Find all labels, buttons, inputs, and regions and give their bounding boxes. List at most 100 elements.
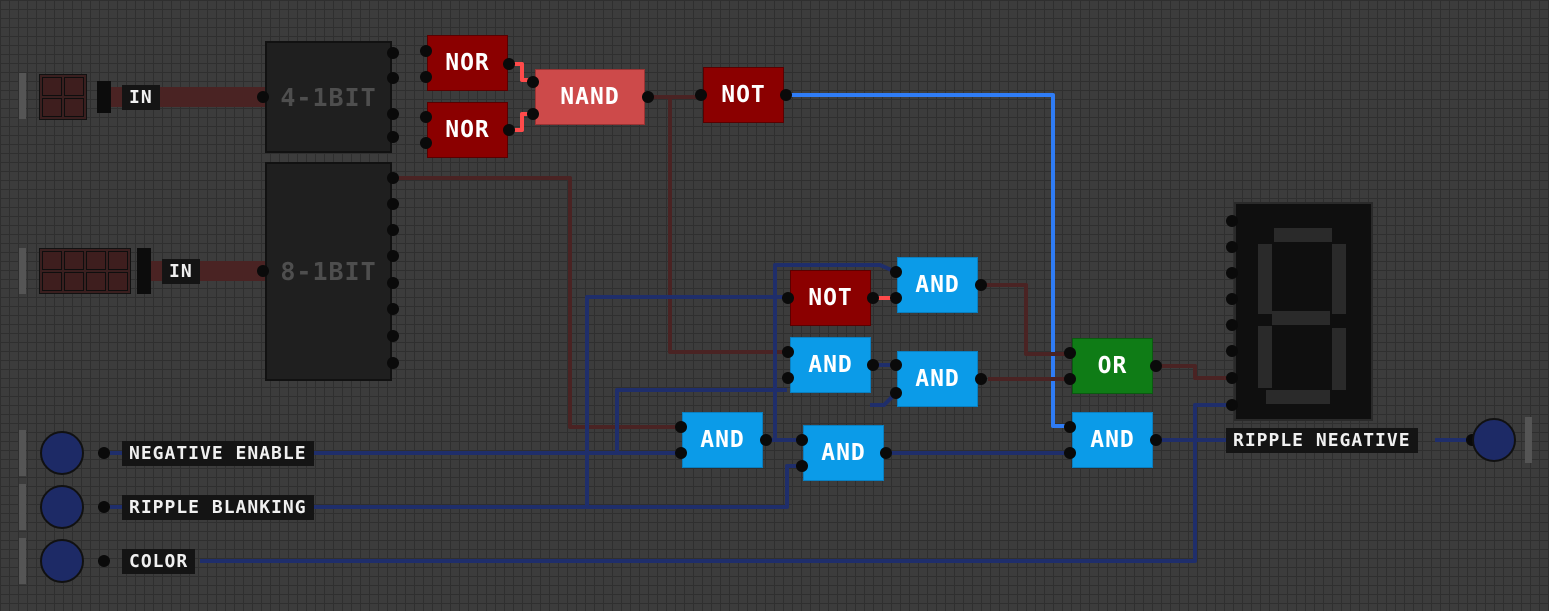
gate-output-pin[interactable] (867, 359, 879, 371)
and-gate-output[interactable]: AND (1072, 412, 1153, 468)
gate-input-pin[interactable] (890, 359, 902, 371)
switch-bit[interactable] (42, 77, 62, 96)
and-gate-low-right[interactable]: AND (803, 425, 884, 481)
and-gate-mid-left[interactable]: AND (790, 337, 871, 393)
chip-output-pin[interactable] (387, 357, 399, 369)
chip-output-pin[interactable] (387, 172, 399, 184)
nor-gate-top[interactable]: NOR (427, 35, 508, 91)
switch-bit[interactable] (64, 98, 84, 117)
gate-input-pin[interactable] (1064, 347, 1076, 359)
gate-input-pin[interactable] (782, 372, 794, 384)
gate-input-pin[interactable] (1064, 421, 1076, 433)
or-gate[interactable]: OR (1072, 338, 1153, 394)
drag-handle[interactable] (19, 73, 26, 119)
gate-input-pin[interactable] (796, 434, 808, 446)
chip-output-pin[interactable] (387, 277, 399, 289)
chip-output-pin[interactable] (387, 72, 399, 84)
gate-output-pin[interactable] (867, 292, 879, 304)
gate-input-pin[interactable] (420, 71, 432, 83)
nor-gate-bottom[interactable]: NOR (427, 102, 508, 158)
drag-handle[interactable] (19, 248, 26, 294)
display-input-pin[interactable] (1226, 215, 1238, 227)
gate-output-pin[interactable] (975, 373, 987, 385)
ripple-blanking-button[interactable] (40, 485, 84, 529)
not-gate-mid[interactable]: NOT (790, 270, 871, 326)
gate-input-pin[interactable] (675, 421, 687, 433)
gate-input-pin[interactable] (695, 89, 707, 101)
nand-gate[interactable]: NAND (535, 69, 645, 125)
chip-output-pin[interactable] (387, 250, 399, 262)
and-gate-mid-right[interactable]: AND (897, 351, 978, 407)
drag-handle[interactable] (19, 484, 26, 530)
gate-input-pin[interactable] (420, 111, 432, 123)
gate-output-pin[interactable] (503, 58, 515, 70)
dip-switch-4bit[interactable] (39, 74, 87, 120)
button-output-pin[interactable] (98, 555, 110, 567)
gate-input-pin[interactable] (675, 447, 687, 459)
gate-input-pin[interactable] (1064, 447, 1076, 459)
chip-output-pin[interactable] (387, 131, 399, 143)
gate-input-pin[interactable] (782, 292, 794, 304)
gate-input-pin[interactable] (527, 76, 539, 88)
seven-segment-display[interactable] (1234, 202, 1373, 421)
gate-input-pin[interactable] (890, 387, 902, 399)
gate-input-pin[interactable] (890, 292, 902, 304)
segment-g (1272, 311, 1330, 325)
drag-handle[interactable] (19, 538, 26, 584)
gate-input-pin[interactable] (420, 45, 432, 57)
chip-output-pin[interactable] (387, 303, 399, 315)
switch-bit[interactable] (108, 251, 128, 270)
switch-bit[interactable] (108, 272, 128, 291)
gate-output-pin[interactable] (503, 124, 515, 136)
negative-enable-button[interactable] (40, 431, 84, 475)
gate-input-pin[interactable] (420, 137, 432, 149)
gate-input-pin[interactable] (796, 460, 808, 472)
gate-output-pin[interactable] (1150, 360, 1162, 372)
and-gate-upper[interactable]: AND (897, 257, 978, 313)
color-button[interactable] (40, 539, 84, 583)
switch-bit[interactable] (42, 98, 62, 117)
display-input-pin[interactable] (1226, 293, 1238, 305)
display-input-pin[interactable] (1226, 399, 1238, 411)
demux-8-1bit-chip[interactable]: 8-1BIT (265, 162, 392, 381)
gate-output-pin[interactable] (975, 279, 987, 291)
switch-bit[interactable] (86, 251, 106, 270)
not-gate-top[interactable]: NOT (703, 67, 784, 123)
switch-bit[interactable] (64, 272, 84, 291)
button-output-pin[interactable] (98, 501, 110, 513)
gate-output-pin[interactable] (1150, 434, 1162, 446)
chip-output-pin[interactable] (387, 108, 399, 120)
switch-bit[interactable] (42, 272, 62, 291)
gate-input-pin[interactable] (527, 108, 539, 120)
button-output-pin[interactable] (98, 447, 110, 459)
dip-switch-8bit[interactable] (39, 248, 131, 294)
display-input-pin[interactable] (1226, 345, 1238, 357)
gate-input-pin[interactable] (1064, 373, 1076, 385)
gate-output-pin[interactable] (780, 89, 792, 101)
chip-output-pin[interactable] (387, 330, 399, 342)
gate-output-pin[interactable] (760, 434, 772, 446)
gate-input-pin[interactable] (890, 266, 902, 278)
switch-bit[interactable] (86, 272, 106, 291)
gate-output-pin[interactable] (642, 91, 654, 103)
switch-bit[interactable] (64, 77, 84, 96)
display-input-pin[interactable] (1226, 267, 1238, 279)
chip-input-pin[interactable] (257, 91, 269, 103)
display-input-pin[interactable] (1226, 241, 1238, 253)
chip-output-pin[interactable] (387, 198, 399, 210)
chip-output-pin[interactable] (387, 47, 399, 59)
switch-bit[interactable] (64, 251, 84, 270)
and-gate-low-left[interactable]: AND (682, 412, 763, 468)
display-input-pin[interactable] (1226, 319, 1238, 331)
chip-input-pin[interactable] (257, 265, 269, 277)
switch-bit[interactable] (42, 251, 62, 270)
demux-4-1bit-chip[interactable]: 4-1BIT (265, 41, 392, 153)
chip-output-pin[interactable] (387, 224, 399, 236)
display-input-pin[interactable] (1226, 372, 1238, 384)
drag-handle[interactable] (19, 430, 26, 476)
gate-input-pin[interactable] (782, 346, 794, 358)
drag-handle[interactable] (1525, 417, 1532, 463)
gate-output-pin[interactable] (880, 447, 892, 459)
ripple-negative-output[interactable] (1472, 418, 1516, 462)
